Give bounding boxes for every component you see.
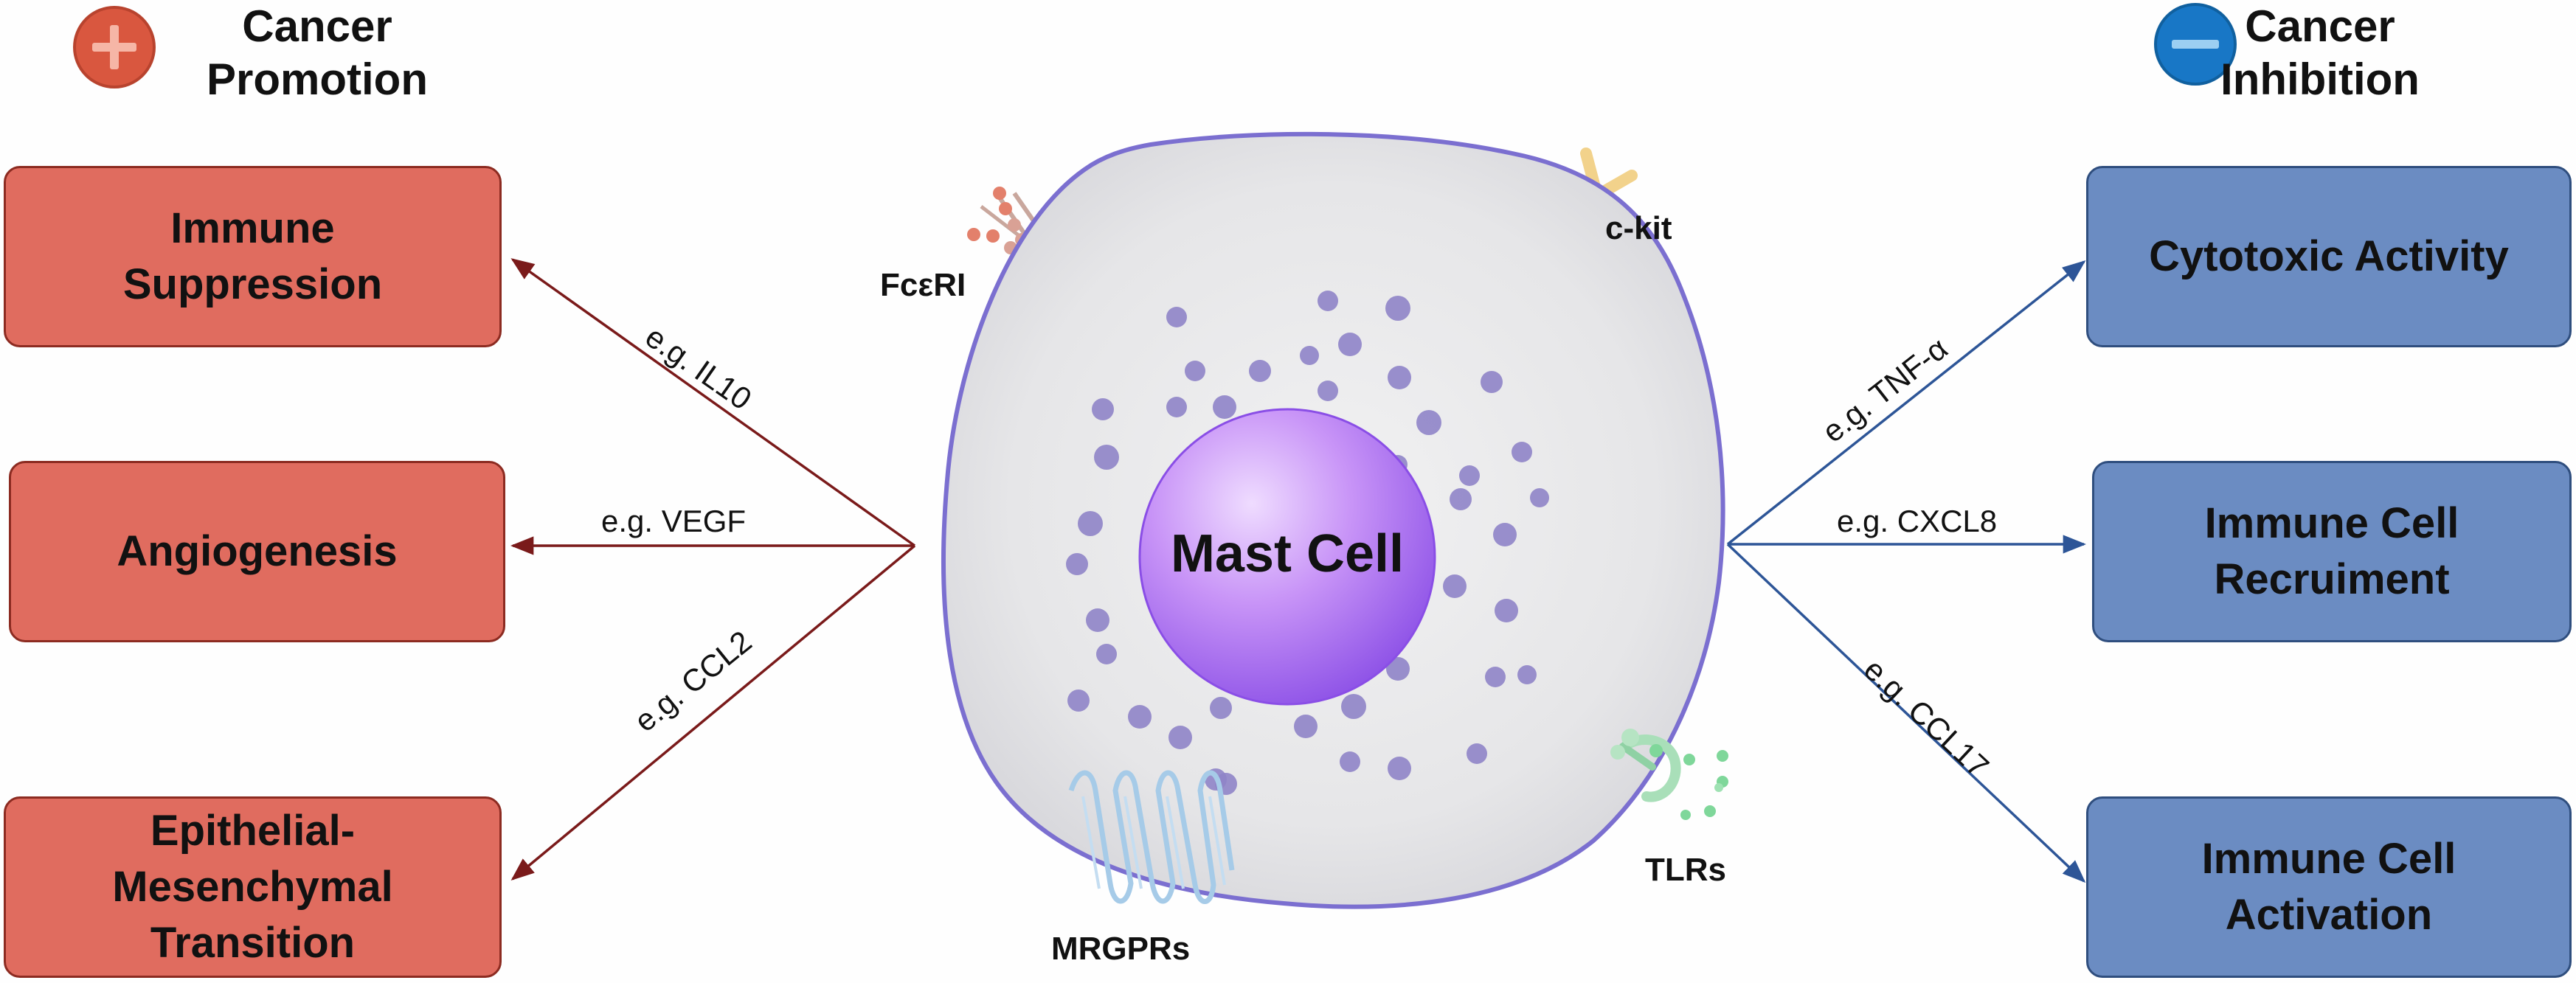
granule — [1517, 665, 1537, 684]
granule — [1213, 395, 1236, 419]
label-mrgprs: MRGPRs — [1051, 931, 1191, 967]
granule — [1168, 726, 1192, 749]
box-line: Immune — [170, 204, 335, 252]
granule — [1388, 757, 1411, 780]
granule — [1388, 366, 1411, 389]
arrow-ccl2 — [510, 544, 916, 881]
box-line: Immune Cell — [2201, 835, 2456, 883]
plus-icon — [73, 6, 156, 88]
box-line: Angiogenesis — [117, 527, 398, 575]
granule — [1467, 743, 1487, 764]
inhibition-heading-line-2: Inhibition — [2220, 55, 2420, 104]
granule — [1166, 397, 1187, 417]
granule — [1066, 553, 1088, 575]
label-fceri: FcεRI — [880, 267, 966, 303]
tlr-receptor-icon — [1610, 729, 1728, 820]
granule — [1210, 697, 1232, 719]
minus-icon — [2154, 3, 2237, 86]
box-line: Immune Cell — [2204, 499, 2459, 547]
granule — [1450, 488, 1472, 510]
box-line: Epithelial- — [150, 807, 356, 855]
box-emt: Epithelial- Mesenchymal Transition — [4, 796, 502, 978]
granule — [1300, 346, 1319, 365]
box-line: Transition — [150, 919, 356, 967]
inhibition-heading-line-1: Cancer — [2245, 1, 2395, 51]
arrow-il10 — [510, 258, 916, 547]
box-immune-cell-recruitment: Immune Cell Recruiment — [2092, 461, 2572, 642]
mrgpr-receptor-icon — [1068, 770, 1235, 904]
granule — [1386, 657, 1410, 681]
granule — [1443, 574, 1467, 598]
granule — [1128, 705, 1152, 729]
box-cytotoxic-activity: Cytotoxic Activity — [2086, 166, 2572, 347]
granule — [1166, 307, 1187, 327]
granules — [1066, 291, 1549, 795]
inhibition-heading: Cancer Inhibition — [2172, 0, 2468, 106]
label-tlrs: TLRs — [1645, 852, 1726, 888]
granule — [1493, 523, 1517, 546]
granule — [1318, 381, 1338, 401]
granule — [1485, 667, 1506, 687]
granule — [1340, 751, 1360, 772]
arrow-tnf — [1726, 260, 2086, 546]
promotion-heading-line-1: Cancer — [242, 1, 392, 51]
granule — [1512, 442, 1532, 462]
box-angiogenesis: Angiogenesis — [9, 461, 505, 642]
label-cxcl8: e.g. CXCL8 — [1837, 504, 1998, 538]
granule — [1294, 715, 1318, 738]
granule — [1459, 465, 1480, 486]
promotion-heading: Cancer Promotion — [170, 0, 465, 106]
granule — [1067, 690, 1090, 712]
granule — [1495, 599, 1518, 622]
granule — [1086, 608, 1109, 632]
granule — [1094, 445, 1119, 470]
granule — [1385, 296, 1410, 321]
granule — [1318, 291, 1338, 311]
label-vegf: e.g. VEGF — [601, 504, 747, 538]
box-line: Recruiment — [2214, 555, 2450, 603]
promotion-heading-line-2: Promotion — [207, 55, 428, 104]
box-line: Activation — [2225, 891, 2433, 939]
granule — [1481, 371, 1503, 393]
box-line: Cytotoxic Activity — [2149, 232, 2509, 280]
box-immune-cell-activation: Immune Cell Activation — [2086, 796, 2572, 978]
label-ckit: c-kit — [1605, 210, 1672, 246]
granule — [1078, 511, 1103, 536]
box-line: Mesenchymal — [112, 863, 393, 911]
box-line: Suppression — [122, 260, 383, 308]
granule — [1341, 694, 1366, 719]
granule — [1096, 644, 1117, 664]
granule — [1338, 333, 1362, 356]
granule — [1092, 398, 1114, 420]
granule — [1185, 361, 1205, 381]
nucleus — [1138, 408, 1436, 706]
mast-cell-label: Mast Cell — [1170, 524, 1405, 583]
arrow-ccl17 — [1726, 543, 2086, 883]
granule — [1249, 360, 1271, 382]
box-immune-suppression: Immune Suppression — [4, 166, 502, 347]
granule — [1530, 488, 1549, 507]
granule — [1416, 410, 1441, 435]
